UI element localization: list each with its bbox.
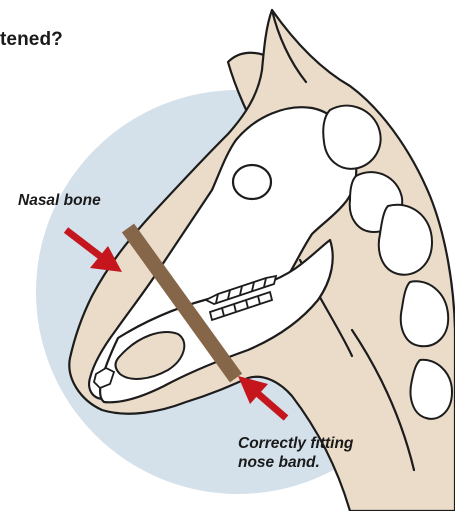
question-title-fragment: tened? xyxy=(0,29,63,51)
eye-socket xyxy=(233,165,271,199)
nasal-bone-label: Nasal bone xyxy=(18,192,101,210)
noseband-label: Correctly fitting nose band. xyxy=(238,434,353,472)
noseband-label-line-2: nose band. xyxy=(238,453,353,472)
noseband-label-line-1: Correctly fitting xyxy=(238,434,353,453)
